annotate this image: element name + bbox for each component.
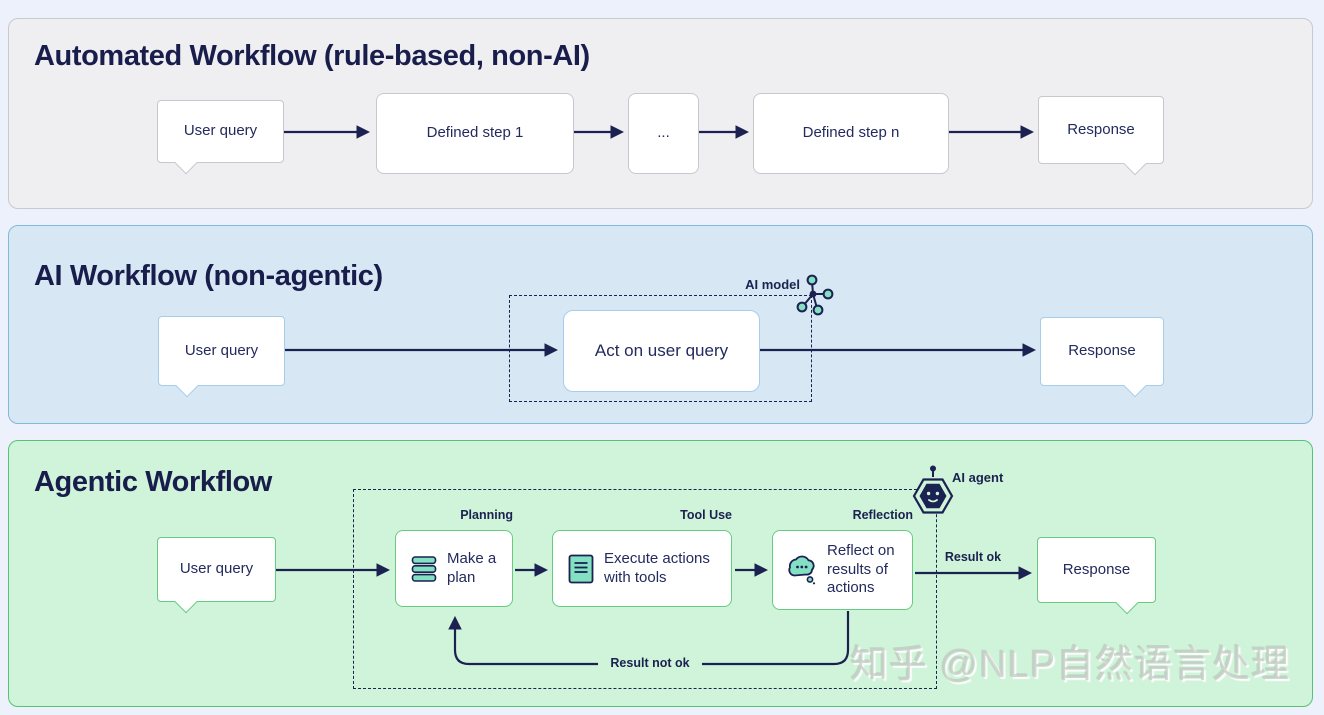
automated-workflow-title: Automated Workflow (rule-based, non-AI) bbox=[34, 40, 590, 72]
defined-step-n-label: Defined step n bbox=[802, 124, 900, 142]
make-a-plan-box: Make a plan bbox=[395, 530, 513, 607]
execute-actions-box: Execute actions with tools bbox=[552, 530, 732, 607]
ai-agent-label: AI agent bbox=[952, 470, 1004, 485]
user-query-bubble: User query bbox=[158, 316, 285, 397]
ai-agent-dashed-boundary bbox=[353, 489, 937, 689]
planning-stage-label: Planning bbox=[460, 508, 513, 522]
reflection-stage-label: Reflection bbox=[852, 508, 913, 522]
user-query-label: User query bbox=[183, 122, 258, 140]
response-bubble: Response bbox=[1040, 317, 1164, 397]
response-bubble: Response bbox=[1038, 96, 1164, 175]
defined-step-1-label: Defined step 1 bbox=[426, 124, 524, 142]
layers-icon bbox=[411, 555, 437, 582]
result-not-ok-label: Result not ok bbox=[610, 656, 690, 670]
robot-hexagon-icon bbox=[912, 465, 954, 514]
ellipsis-box: ... bbox=[628, 93, 699, 174]
act-on-user-query-label: Act on user query bbox=[594, 341, 729, 361]
response-label: Response bbox=[1067, 120, 1135, 138]
user-query-label: User query bbox=[184, 341, 259, 359]
defined-step-n-box: Defined step n bbox=[753, 93, 949, 174]
act-on-user-query-box: Act on user query bbox=[563, 310, 760, 392]
molecule-icon bbox=[796, 274, 834, 316]
defined-step-1-box: Defined step 1 bbox=[376, 93, 574, 174]
tool-use-stage-label: Tool Use bbox=[680, 508, 732, 522]
document-icon bbox=[568, 554, 594, 583]
make-a-plan-label: Make a plan bbox=[447, 549, 497, 586]
response-label: Response bbox=[1068, 342, 1136, 360]
thought-cloud-icon bbox=[788, 555, 816, 585]
ai-model-label: AI model bbox=[745, 277, 800, 292]
zhihu-watermark: 知乎 @NLP自然语言处理 bbox=[850, 644, 1291, 686]
response-label: Response bbox=[1062, 560, 1131, 578]
user-query-bubble: User query bbox=[157, 537, 276, 613]
user-query-bubble: User query bbox=[157, 100, 284, 174]
ai-workflow-title: AI Workflow (non-agentic) bbox=[34, 260, 383, 292]
execute-actions-label: Execute actions with tools bbox=[604, 549, 710, 586]
user-query-label: User query bbox=[179, 560, 254, 578]
ellipsis-label: ... bbox=[657, 124, 670, 142]
agentic-workflow-title: Agentic Workflow bbox=[34, 466, 272, 498]
reflect-box: Reflect on results of actions bbox=[772, 530, 913, 610]
response-bubble: Response bbox=[1037, 537, 1156, 614]
result-ok-label: Result ok bbox=[944, 550, 1002, 564]
ai-model-dashed-boundary bbox=[509, 295, 812, 402]
reflect-label: Reflect on results of actions bbox=[827, 541, 895, 597]
